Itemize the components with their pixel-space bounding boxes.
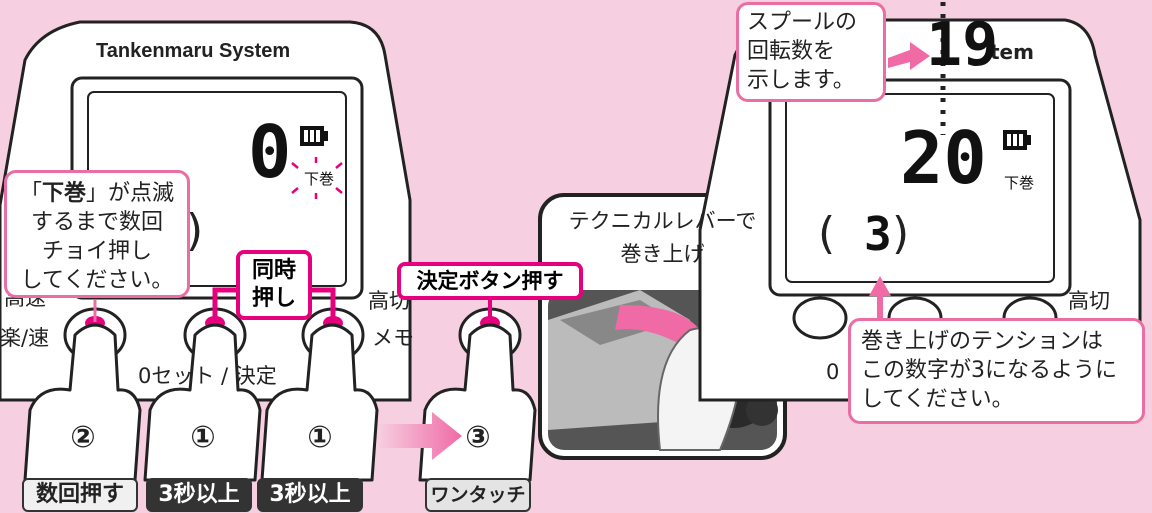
tag-3sec-a: 3秒以上 [146, 478, 252, 512]
tension-close-paren: ) [892, 208, 910, 259]
label-same-time: 同時 押し [236, 250, 312, 320]
step-arrow [378, 412, 462, 460]
tag-3sec-b: 3秒以上 [257, 478, 363, 512]
left-display-mode: 下巻 [304, 170, 335, 188]
label-speed: 楽/速 [0, 326, 50, 350]
step-num-3: ③ [465, 420, 491, 455]
left-display-digit: 0 [248, 110, 292, 194]
label-right-top-right: 高切 [1068, 289, 1110, 313]
note-blink: 「下巻」が点滅 するまで数回 チョイ押し してください。 [4, 170, 190, 298]
step-num-1a: ① [190, 420, 216, 455]
right-screen-inner [785, 93, 1055, 283]
right-display-mode: 下巻 [1004, 174, 1035, 192]
label-memo: メモ [372, 326, 414, 350]
label-right-zero: 0 [826, 360, 840, 384]
hands [23, 323, 537, 482]
label-zero-set: 0セット / 決定 [138, 364, 277, 388]
left-brand: Tankenmaru System [96, 40, 291, 62]
note-spool: スプールの 回転数を 示します。 [736, 2, 886, 102]
right-main-digits: 20 [900, 116, 987, 200]
right-top-digits: 19 [926, 10, 999, 80]
blink-rays [291, 157, 343, 199]
step-num-1b: ① [307, 420, 333, 455]
tension-open-paren: ( [818, 208, 836, 259]
note-tension: 巻き上げのテンションは この数字が3になるように してください。 [848, 318, 1145, 424]
tag-press-several: 数回押す [22, 478, 138, 512]
tension-value: 3 [864, 207, 892, 261]
label-confirm-press: 決定ボタン押す [397, 262, 583, 300]
highlight-kakan: 下巻 [41, 181, 86, 206]
right-brand-partial: tem [990, 40, 1034, 64]
left-paren: ) [186, 205, 204, 256]
step-num-2: ② [70, 420, 96, 455]
note-lever: テクニカルレバーで 巻き上げ [568, 209, 757, 266]
tag-one-touch: ワンタッチ [425, 478, 531, 512]
